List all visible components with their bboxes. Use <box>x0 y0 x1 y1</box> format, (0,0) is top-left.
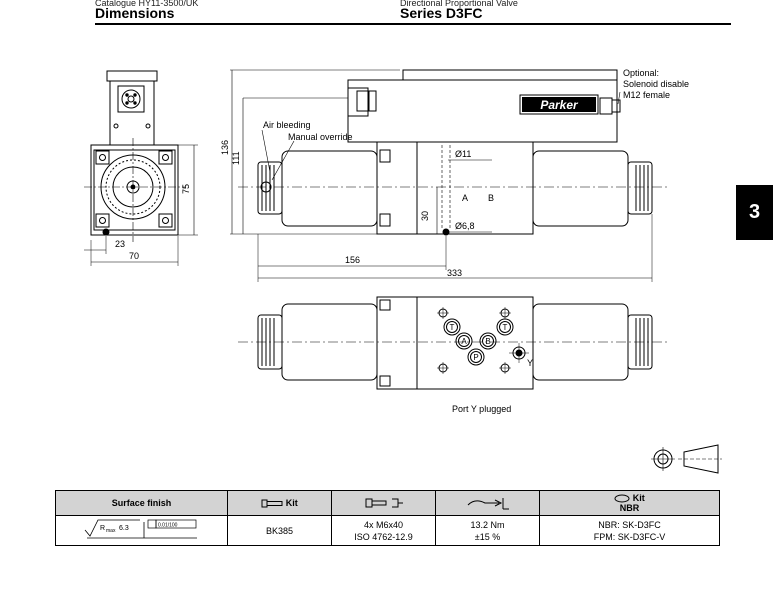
bolt-spec-size: 4x M6x40 <box>363 519 404 530</box>
seal-material-header: NBR <box>619 503 640 514</box>
torque-tolerance: ±15 % <box>474 531 501 542</box>
dim-70: 70 <box>129 251 139 261</box>
m12-female-label: M12 female <box>623 90 670 100</box>
rmax-subscript: max <box>106 528 116 534</box>
surface-finish-cell: R max 6.3 0.01/100 <box>55 515 228 546</box>
port-a-bottom-label: A <box>461 337 467 346</box>
rmax-value: 6.3 <box>119 525 129 532</box>
dim-136: 136 <box>220 140 230 155</box>
port-t-left-label: T <box>450 323 455 332</box>
side-view <box>84 70 198 266</box>
bottom-view <box>238 296 670 390</box>
port-y-label: Y <box>527 358 533 368</box>
bolt-spec-standard: ISO 4762-12.9 <box>354 531 413 542</box>
series-title: Series D3FC <box>400 5 483 21</box>
dim-333: 333 <box>447 268 462 278</box>
torque-spec: 13.2 Nm ±15 % <box>435 515 540 546</box>
chapter-tab[interactable]: 3 <box>736 185 773 240</box>
port-p-label: P <box>473 353 478 362</box>
torque-header <box>435 490 540 516</box>
bolt-spec: 4x M6x40 ISO 4762-12.9 <box>331 515 436 546</box>
flatness-value: 0.01/100 <box>158 523 178 529</box>
port-b-bottom-label: B <box>485 337 490 346</box>
dim-30: 30 <box>420 211 430 221</box>
rmax-label: R <box>100 525 105 532</box>
air-bleeding-label: Air bleeding <box>263 120 311 130</box>
dim-6-8: Ø6,8 <box>455 221 475 231</box>
kit-number: BK385 <box>227 515 332 546</box>
o-ring-icon <box>614 494 630 503</box>
page-title: Dimensions <box>95 5 175 21</box>
bolt-header <box>331 490 436 516</box>
parker-logo: Parker <box>522 97 596 112</box>
dim-11: Ø11 <box>455 149 471 159</box>
catalogue-number: Catalogue HY11-3500/UK <box>95 0 199 8</box>
brand-label: Parker <box>540 98 579 112</box>
dim-156: 156 <box>345 255 360 265</box>
optional-label: Optional: <box>623 68 659 78</box>
surface-finish-symbol: R max 6.3 0.01/100 <box>84 519 197 539</box>
solenoid-disable-label: Solenoid disable <box>623 79 689 89</box>
seal-kit-spec: NBR: SK-D3FC FPM: SK-D3FC-V <box>539 515 720 546</box>
kit-header-label: Kit <box>285 497 298 508</box>
dim-23: 23 <box>115 239 125 249</box>
dim-111: 111 <box>231 151 241 165</box>
port-b-label: B <box>488 193 494 203</box>
seal-kit-header-label: Kit <box>632 492 645 503</box>
kit-header: Kit <box>227 490 332 516</box>
port-y-note: Port Y plugged <box>452 404 512 414</box>
torque-wrench-icon <box>467 498 509 510</box>
port-t-right-label: T <box>503 323 508 332</box>
manual-override-label: Manual override <box>288 132 353 142</box>
spec-table: Surface finish Kit Kit NBR R max 6.3 <box>55 490 720 546</box>
header-rule <box>95 23 731 25</box>
seal-kit-nbr: NBR: SK-D3FC <box>598 519 661 530</box>
projection-symbol <box>651 444 722 474</box>
front-view <box>230 69 670 282</box>
dim-75: 75 <box>181 184 191 194</box>
surface-finish-header: Surface finish <box>55 490 228 516</box>
series-subtitle: Directional Proportional Valve <box>400 0 518 8</box>
torque-value: 13.2 Nm <box>470 519 505 530</box>
port-a-label: A <box>462 193 468 203</box>
mounting-kit-icon <box>261 499 283 508</box>
bolt-icon <box>365 498 403 508</box>
seal-kit-header: Kit NBR <box>539 490 720 516</box>
seal-kit-fpm: FPM: SK-D3FC-V <box>593 531 666 542</box>
